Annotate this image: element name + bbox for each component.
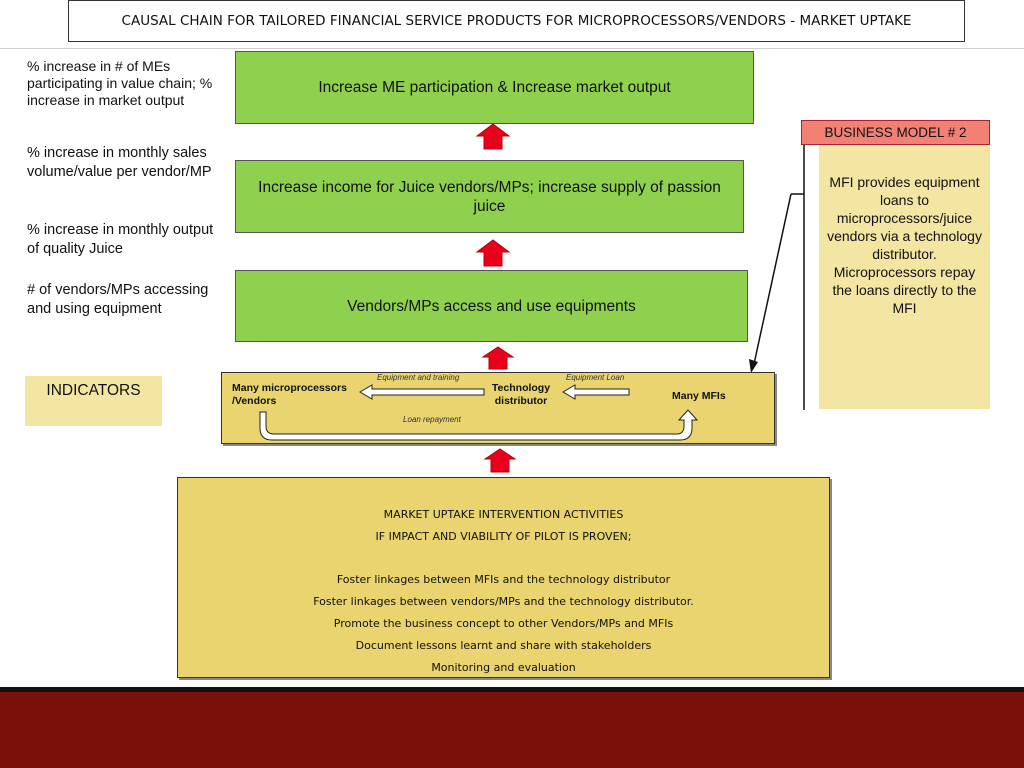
activities-heading: MARKET UPTAKE INTERVENTION ACTIVITIES	[383, 508, 624, 521]
flow-label-repayment: Loan repayment	[403, 415, 461, 424]
indicators-label: INDICATORS	[25, 376, 162, 426]
activities-box: MARKET UPTAKE INTERVENTION ACTIVITIES IF…	[177, 477, 830, 678]
actor-microprocessors: Many microprocessors /Vendors	[232, 382, 347, 407]
flow-arrows	[259, 384, 699, 441]
up-arrow-icon	[481, 346, 515, 370]
activity-item: Foster linkages between MFIs and the tec…	[336, 573, 671, 587]
outcome-box-1: Increase ME participation & Increase mar…	[235, 51, 754, 124]
page-title: CAUSAL CHAIN FOR TAILORED FINANCIAL SERV…	[68, 0, 965, 42]
actor-mfis: Many MFIs	[672, 390, 726, 402]
flow-label-loan: Equipment Loan	[566, 373, 625, 382]
activity-item: Promote the business concept to other Ve…	[333, 616, 674, 630]
activity-item: Document lessons learnt and share with s…	[355, 638, 652, 652]
business-model-description: MFI provides equipment loans to micropro…	[819, 145, 990, 409]
activities-condition: IF IMPACT AND VIABILITY OF PILOT IS PROV…	[375, 529, 632, 543]
actor-technology-distributor: Technology distributor	[491, 382, 551, 407]
activity-item: Monitoring and evaluation	[431, 660, 576, 674]
indicator-2: % increase in monthly sales volume/value…	[27, 145, 212, 180]
spacer	[178, 548, 829, 570]
indicator-1: % increase in # of MEs participating in …	[27, 58, 213, 108]
footer-divider	[0, 687, 1024, 692]
up-arrow-icon	[475, 123, 511, 150]
flow-label-training: Equipment and training	[377, 373, 460, 382]
footer-band	[0, 692, 1024, 768]
activity-item: Foster linkages between vendors/MPs and …	[313, 595, 694, 609]
title-divider	[0, 48, 1024, 49]
indicator-3: % increase in monthly output of quality …	[27, 222, 214, 257]
indicator-4: # of vendors/MPs accessing and using equ…	[27, 282, 209, 317]
business-model-header: BUSINESS MODEL # 2	[801, 120, 990, 145]
up-arrow-icon	[475, 239, 511, 267]
up-arrow-icon	[483, 448, 517, 473]
outcome-box-3: Vendors/MPs access and use equipments	[235, 270, 748, 342]
outcome-box-2: Increase income for Juice vendors/MPs; i…	[235, 160, 744, 233]
connector-arrow-icon	[749, 145, 805, 410]
title-text: CAUSAL CHAIN FOR TAILORED FINANCIAL SERV…	[121, 13, 912, 29]
